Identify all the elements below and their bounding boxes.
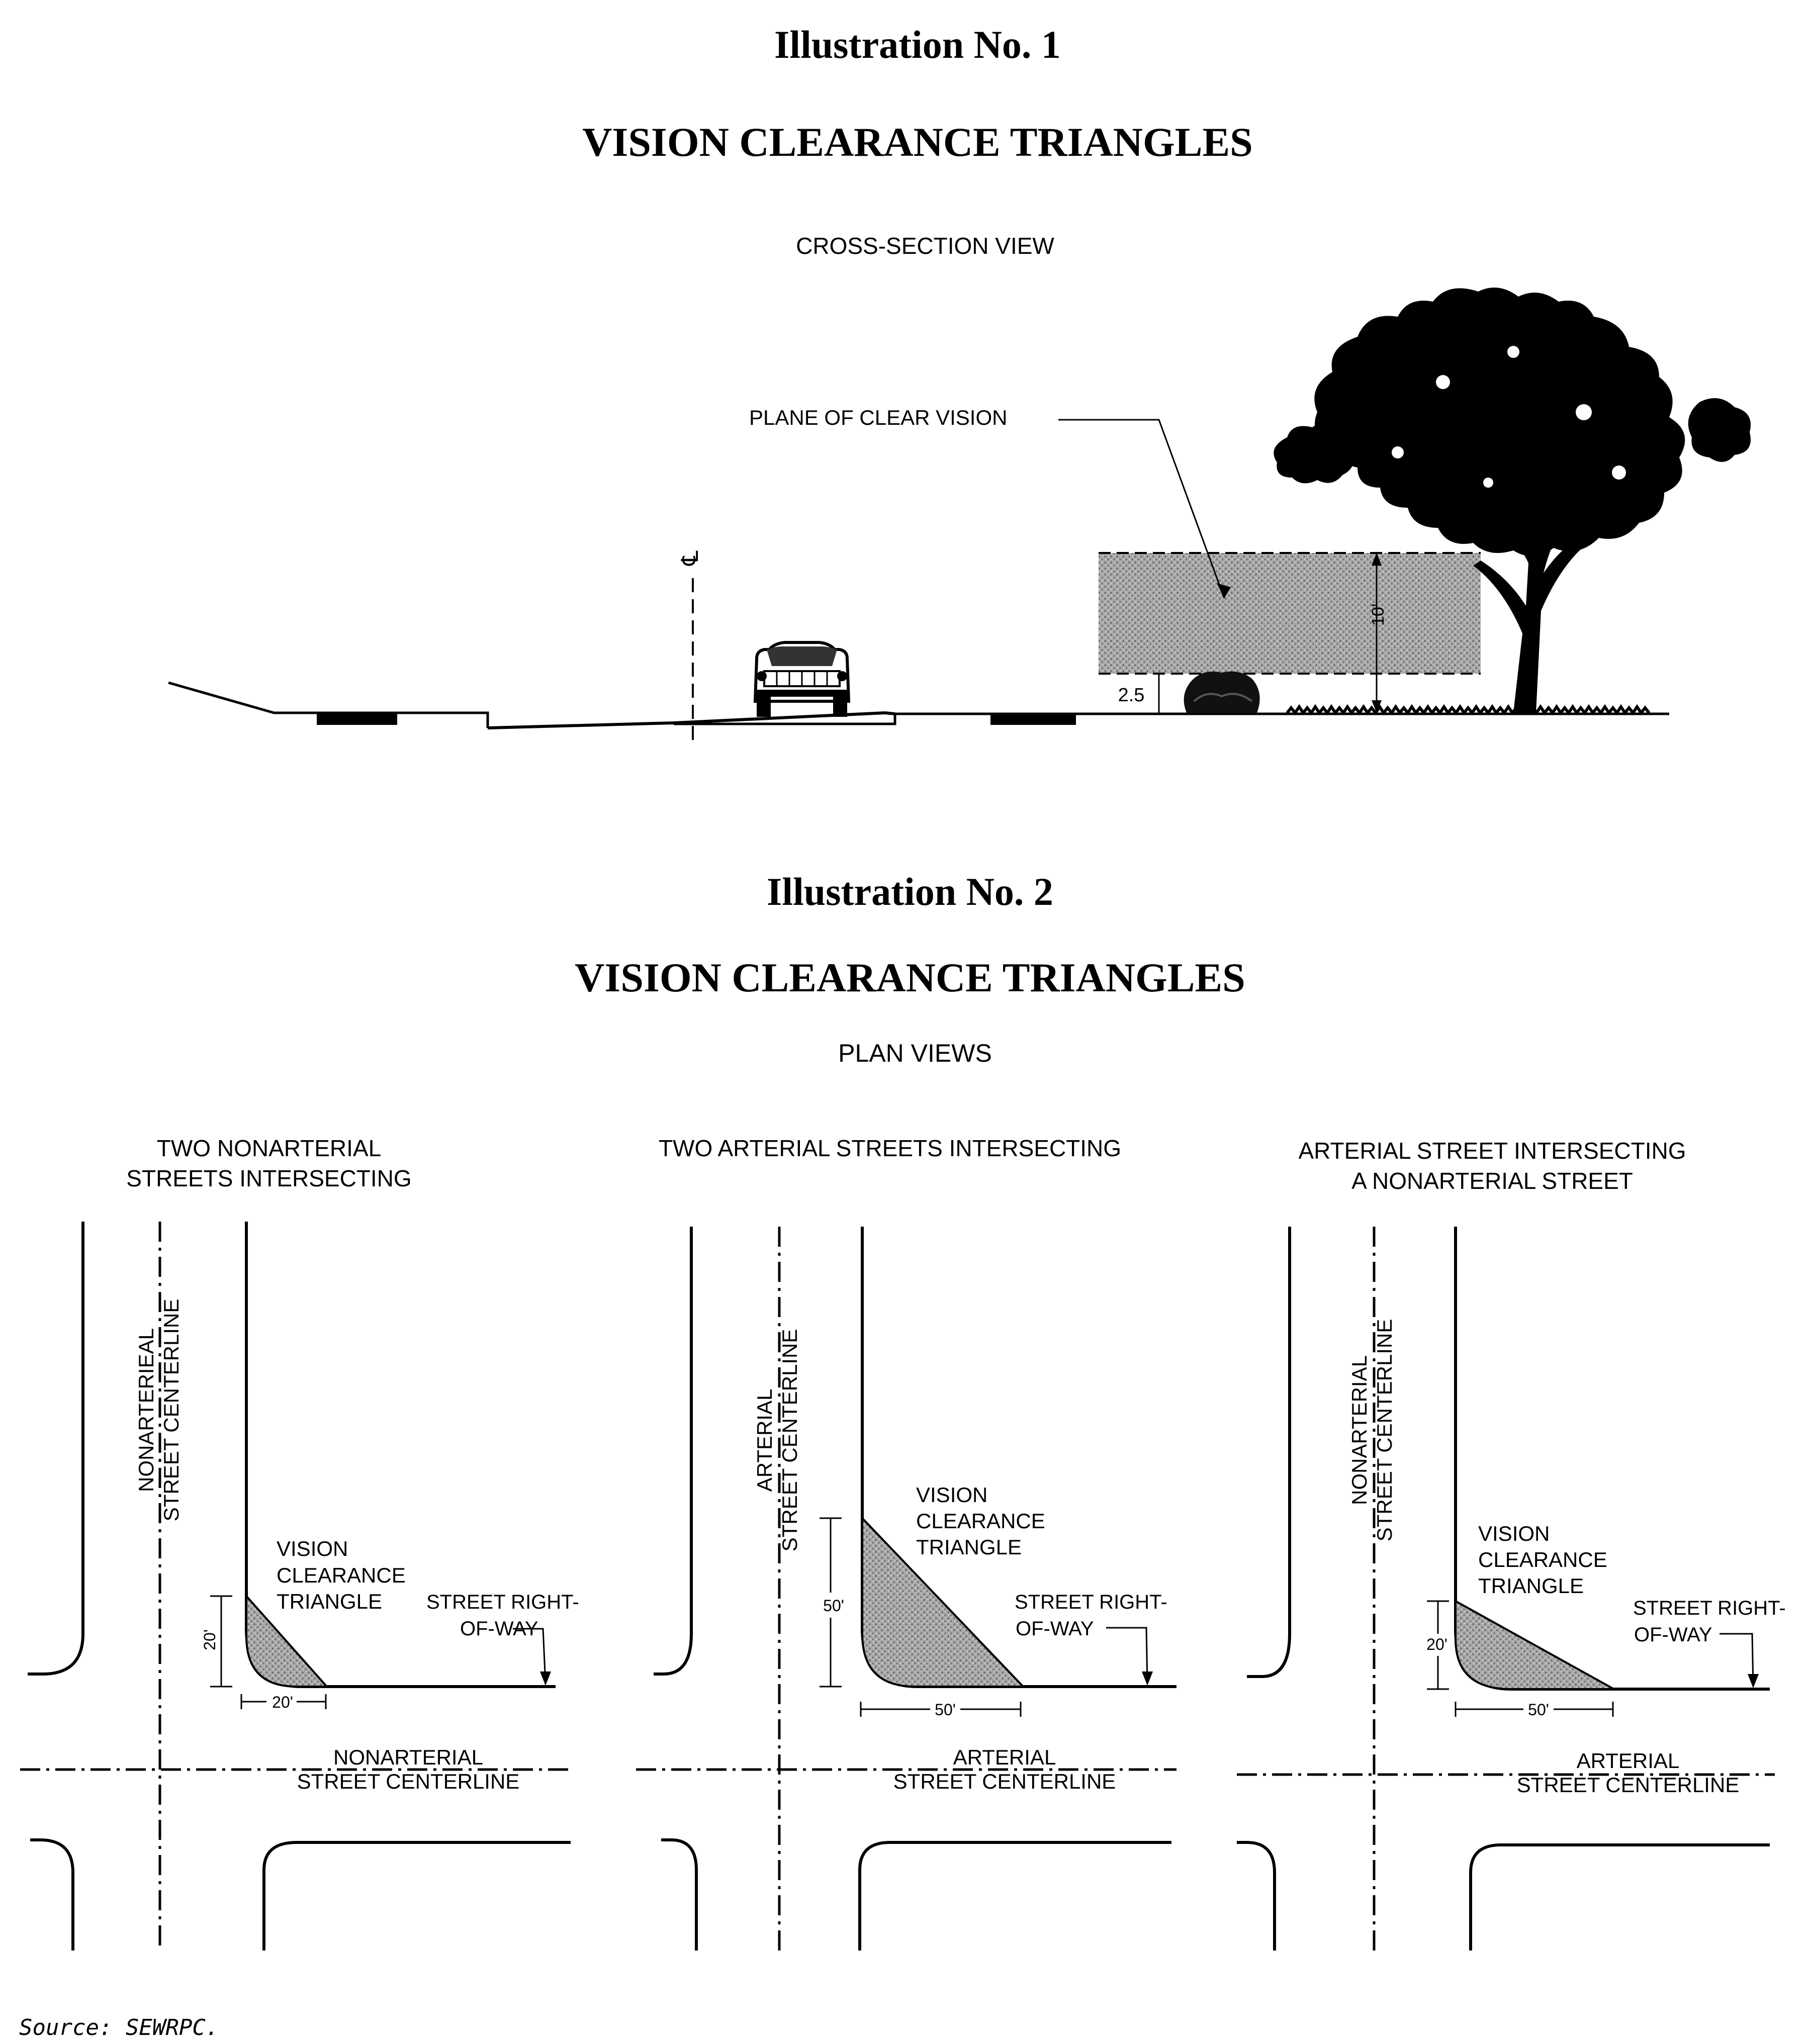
tree-icon [1274,288,1751,713]
panel-3-triangle-label-line3: TRIANGLE [1478,1574,1584,1598]
grass-line [1286,704,1651,716]
panel-3-bottom-label-line1: ARTERIAL [1577,1749,1680,1773]
panel-1-vertical-label-line2: STREET CENTERLINE [159,1299,183,1522]
illustration-1-subtitle: VISION CLEARANCE TRIANGLES [582,119,1253,165]
dimension-2-5: 2.5 [1118,674,1160,713]
panel-1-triangle-label-line3: TRIANGLE [277,1590,382,1613]
panel-1-vertical-label-line1: NONARTERIEAL [134,1328,158,1492]
panel-3-triangle-label-line1: VISION [1478,1522,1550,1545]
shrub-icon [1184,671,1260,713]
panel-3-vertical-label-line2: STREET CENTERLINE [1373,1319,1396,1542]
plan-views-label: PLAN VIEWS [838,1039,992,1067]
panel-2-vertical-label-line2: STREET CENTERLINE [778,1329,801,1552]
plane-of-clear-vision: PLANE OF CLEAR VISION [749,406,1481,675]
curb-block-left [317,713,397,725]
panel-1-triangle-label-line1: VISION [277,1537,348,1560]
panel-2-triangle-label-line2: CLEARANCE [916,1509,1045,1533]
cross-section-view-label: CROSS-SECTION VIEW [796,233,1054,259]
panel-2-heading-line1: TWO ARTERIAL STREETS INTERSECTING [659,1135,1121,1161]
panel-1-heading-line1: TWO NONARTERIAL [157,1135,381,1161]
panel-2-triangle-label-line1: VISION [916,1483,987,1507]
panel-1-triangle-label-line2: CLEARANCE [277,1563,406,1587]
panel-2-vision-triangle [861,1516,1026,1688]
source-note: Source: SEWRPC. [19,2015,219,2040]
panel-2-row-label-line2: OF-WAY [1016,1618,1094,1640]
panel-3-heading-line1: ARTERIAL STREET INTERSECTING [1298,1138,1686,1164]
illustration-2-title: Illustration No. 2 [767,870,1053,913]
panel-1-heading-line2: STREETS INTERSECTING [126,1165,411,1191]
illustration-2-subtitle: VISION CLEARANCE TRIANGLES [575,955,1245,1000]
panel-2-row-label-line1: STREET RIGHT- [1015,1591,1167,1613]
plan-panel-3: ARTERIAL STREET INTERSECTING A NONARTERI… [1237,1138,1786,1950]
panel-1-bottom-label-line1: NONARTERIAL [333,1745,483,1769]
car-icon [753,641,851,717]
panel-3-vision-triangle [1455,1599,1618,1690]
panel-2-vertical-label-line1: ARTERIAL [753,1389,776,1492]
panel-3-row-label-line2: OF-WAY [1634,1624,1712,1646]
plan-panel-2: TWO ARTERIAL STREETS INTERSECTING ARTERI… [636,1135,1176,1950]
illustration-1-title: Illustration No. 1 [774,23,1061,66]
centerline-symbol: ℄ [677,550,703,566]
plane-of-clear-vision-label: PLANE OF CLEAR VISION [749,406,1007,429]
road-centerline: ℄ [677,550,703,744]
panel-1-vision-triangle [245,1593,329,1688]
curb-block-right [990,713,1076,725]
panel-2-triangle-label-line3: TRIANGLE [916,1535,1022,1559]
panel-3-bottom-label-line2: STREET CENTERLINE [1517,1773,1740,1797]
panel-3-vertical-dim: 20' [1426,1635,1447,1653]
illustration-1: Illustration No. 1 VISION CLEARANCE TRIA… [168,23,1751,744]
dimension-2-5-label: 2.5 [1118,685,1145,706]
panel-1-vertical-dim: 20' [201,1629,219,1650]
panel-3-heading-line2: A NONARTERIAL STREET [1351,1168,1633,1194]
panel-3-horizontal-dim: 50' [1528,1701,1549,1719]
panel-1-row-label-line1: STREET RIGHT- [426,1591,579,1613]
panel-2-horizontal-dim: 50' [935,1701,956,1719]
road-cross-section [168,681,1669,729]
panel-1-bottom-label-line2: STREET CENTERLINE [297,1770,520,1793]
dimension-10: 10' [1369,553,1388,713]
panel-3-row-label-line1: STREET RIGHT- [1633,1597,1786,1619]
plan-panel-1: TWO NONARTERIAL STREETS INTERSECTING NON… [20,1135,579,1950]
panel-3-triangle-label-line2: CLEARANCE [1478,1548,1607,1571]
illustration-2: Illustration No. 2 VISION CLEARANCE TRIA… [20,870,1786,1950]
panel-1-horizontal-dim: 20' [272,1693,293,1711]
panel-2-vertical-dim: 50' [823,1597,844,1615]
dimension-10-label: 10' [1369,604,1388,626]
panel-2-bottom-label-line1: ARTERIAL [953,1745,1056,1769]
panel-3-vertical-label-line1: NONARTERIAL [1347,1355,1371,1505]
panel-2-bottom-label-line2: STREET CENTERLINE [893,1770,1116,1793]
